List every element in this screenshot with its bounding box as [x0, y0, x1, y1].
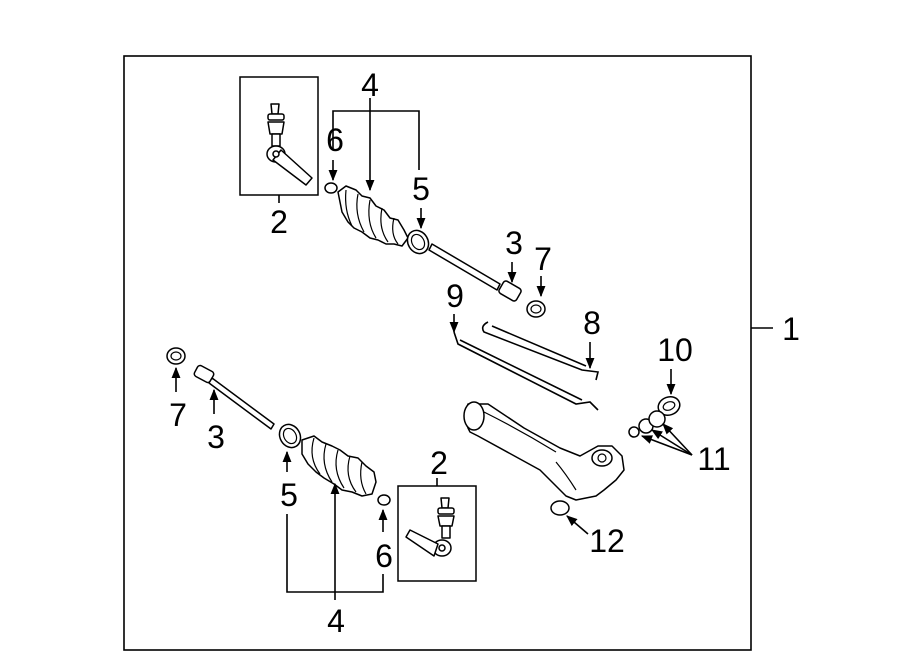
boot-clamp-large-bottom	[278, 423, 302, 449]
bushing-bottom-inner	[170, 351, 182, 361]
callout-1: 1	[782, 311, 800, 347]
bushing-bottom	[166, 347, 186, 365]
tie-rod-end-box-bottom	[397, 485, 477, 582]
outer-tie-rod-end-bottom	[405, 497, 455, 557]
callout-2-bottom: 2	[430, 445, 448, 481]
leader-line-11b	[651, 429, 693, 456]
bracket-4-top	[332, 110, 420, 170]
bushing-top	[526, 300, 546, 318]
transfer-line-9	[453, 331, 599, 411]
callout-6-bottom: 6	[375, 538, 393, 574]
diagram-frame	[123, 55, 752, 651]
callout-4-top: 4	[361, 67, 379, 103]
callout-2-top: 2	[270, 204, 288, 240]
callout-12: 12	[589, 523, 625, 559]
callout-11: 11	[697, 441, 730, 477]
steering-boot-bottom	[301, 435, 377, 497]
callout-5-top: 5	[412, 171, 430, 207]
callout-7-bottom: 7	[169, 397, 187, 433]
inner-tie-rod-bottom	[193, 364, 275, 430]
boot-clamp-large-top-inner	[410, 233, 426, 251]
leader-line-11c	[662, 423, 693, 456]
callout-3-bottom: 3	[207, 419, 225, 455]
callout-9: 9	[446, 278, 464, 314]
callout-4-bottom: 4	[327, 603, 345, 639]
seal-10	[657, 395, 681, 417]
outer-tie-rod-end-top	[266, 103, 313, 186]
bushing-top-inner	[530, 304, 542, 314]
rack-housing	[463, 401, 625, 501]
seal-12	[550, 500, 570, 516]
callout-10: 10	[657, 332, 693, 368]
seal-kit-11	[628, 410, 666, 438]
callout-5-bottom: 5	[280, 477, 298, 513]
leader-line-12	[566, 515, 589, 535]
callout-3-top: 3	[505, 225, 523, 261]
inner-tie-rod-top	[428, 243, 522, 302]
leader-line-11a	[640, 435, 693, 456]
callout-6-top: 6	[326, 122, 344, 158]
callout-7-top: 7	[534, 241, 552, 277]
steering-boot-top	[337, 185, 409, 247]
transfer-line-8	[481, 321, 599, 381]
boot-clamp-top	[324, 182, 338, 194]
boot-clamp-large-bottom-inner	[282, 427, 298, 445]
boot-clamp-bottom	[377, 494, 391, 506]
boot-clamp-large-top	[406, 229, 430, 255]
callout-8: 8	[583, 305, 601, 341]
seal-10-inner	[662, 401, 676, 411]
